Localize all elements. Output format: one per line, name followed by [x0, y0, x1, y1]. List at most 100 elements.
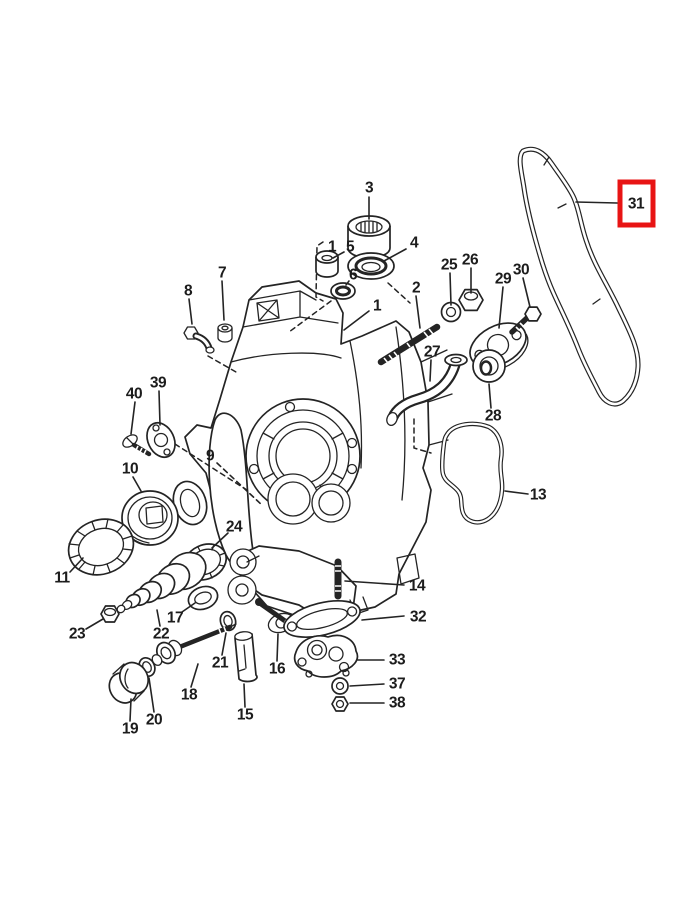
- seal-art-4: [347, 252, 395, 280]
- seal-art-6: [330, 282, 356, 300]
- part-callout-1[interactable]: 1: [373, 298, 383, 315]
- part-callout-15[interactable]: 15: [237, 707, 255, 724]
- part-callout-6[interactable]: 6: [349, 267, 359, 284]
- leader-line-24: [211, 532, 229, 549]
- leader-line-32: [361, 615, 405, 621]
- bearing-art-3: [347, 215, 391, 259]
- leader-line-11: [69, 557, 84, 573]
- part-callout-23[interactable]: 23: [69, 626, 87, 643]
- washer-art-37: [331, 677, 349, 695]
- leader-line-18: [190, 663, 199, 688]
- leader-line-23: [85, 618, 104, 630]
- part-callout-38[interactable]: 38: [389, 695, 407, 712]
- leader-line-28: [488, 383, 492, 409]
- gasket-art-31: [517, 146, 641, 407]
- leader-line-25: [449, 272, 452, 306]
- pin-art-15: [234, 631, 258, 683]
- leader-line-29: [498, 286, 504, 329]
- part-callout-16[interactable]: 16: [269, 661, 287, 678]
- part-callout-10[interactable]: 10: [122, 461, 139, 478]
- leader-line-4: [383, 248, 407, 262]
- stud-art-14: [334, 558, 342, 600]
- leader-line-16: [276, 633, 279, 662]
- fitting-art-7: [217, 323, 233, 343]
- leader-line-13: [504, 490, 529, 495]
- part-callout-8[interactable]: 8: [184, 283, 194, 300]
- part-callout-17[interactable]: 17: [167, 610, 184, 627]
- tube-art-27: [386, 353, 468, 426]
- part-callout-33[interactable]: 33: [389, 652, 407, 669]
- part-callout-5[interactable]: 5: [346, 239, 356, 256]
- leader-line-30: [522, 277, 531, 308]
- leader-line-17: [181, 602, 196, 613]
- leader-line-19: [129, 698, 132, 722]
- part-callout-19[interactable]: 19: [122, 721, 140, 738]
- elbow-fitting-art-8: [183, 326, 215, 354]
- needle-bearing-art: [67, 518, 135, 576]
- leader-line-9: [216, 462, 264, 507]
- part-callout-40[interactable]: 40: [126, 386, 143, 403]
- leader-line-20: [148, 677, 155, 713]
- part-callout-30[interactable]: 30: [513, 262, 530, 279]
- part-callout-20[interactable]: 20: [146, 712, 163, 729]
- part-callout-1[interactable]: 1: [328, 239, 338, 256]
- highlight-box-part-31[interactable]: [617, 179, 656, 228]
- part-callout-3[interactable]: 3: [365, 180, 375, 197]
- nut-art-23: [100, 605, 120, 623]
- bearing-cup-art: [121, 490, 179, 546]
- leader-line-5: [332, 251, 345, 259]
- leader-line-15: [243, 683, 246, 708]
- part-callout-29[interactable]: 29: [495, 271, 513, 288]
- retainer-screw-art: [122, 434, 152, 457]
- part-callout-7[interactable]: 7: [218, 265, 227, 282]
- bushing-art-28: [472, 349, 506, 383]
- gasket-art-32: [283, 599, 361, 639]
- part-callout-37[interactable]: 37: [389, 676, 406, 693]
- leader-line-8: [188, 298, 193, 325]
- leader-line-2: [415, 295, 421, 329]
- gasket-art-13: [439, 421, 505, 525]
- leader-line-14: [344, 580, 405, 586]
- leader-line-6: [345, 280, 350, 286]
- part-callout-31[interactable]: 31: [628, 196, 646, 213]
- part-callout-14[interactable]: 14: [409, 578, 427, 595]
- assembly-dash-lines: [174, 241, 432, 493]
- leader-line-39: [158, 390, 161, 426]
- leader-line-27: [429, 359, 432, 382]
- part-callout-39[interactable]: 39: [150, 375, 168, 392]
- part-callout-25[interactable]: 25: [441, 257, 459, 274]
- washer-art-17: [187, 585, 219, 611]
- leader-line-37: [349, 683, 385, 687]
- part-callout-2[interactable]: 2: [412, 280, 421, 297]
- leader-line-31: [575, 201, 618, 204]
- retainer-plate-art: [146, 421, 176, 459]
- bolt-art-30: [509, 306, 542, 335]
- part-callout-24[interactable]: 24: [226, 519, 244, 536]
- highlight-layer: [617, 179, 656, 228]
- bushing-art-5: [315, 250, 339, 278]
- part-callout-9[interactable]: 9: [206, 448, 216, 465]
- leader-line-1: [343, 310, 370, 331]
- part-callout-22[interactable]: 22: [153, 626, 170, 643]
- part-callout-11[interactable]: 11: [54, 570, 71, 587]
- part-callout-27[interactable]: 27: [424, 344, 441, 361]
- leader-line-7: [221, 280, 225, 321]
- part-callout-13[interactable]: 13: [530, 487, 548, 504]
- stud-art-2: [377, 323, 441, 366]
- part-callout-21[interactable]: 21: [212, 655, 230, 672]
- bellows-boot-art: [116, 551, 207, 614]
- nut-art-38: [331, 696, 349, 712]
- part-callout-28[interactable]: 28: [485, 408, 503, 425]
- pump-base-art-33: [293, 634, 359, 678]
- leader-line-22: [156, 609, 161, 627]
- part-callout-18[interactable]: 18: [181, 687, 199, 704]
- shaft-assembly-art: [108, 623, 237, 704]
- leader-line-10: [132, 476, 142, 492]
- part-callout-32[interactable]: 32: [410, 609, 427, 626]
- part-callout-4[interactable]: 4: [410, 235, 420, 252]
- leader-line-40: [130, 401, 136, 435]
- part-callout-26[interactable]: 26: [462, 252, 480, 269]
